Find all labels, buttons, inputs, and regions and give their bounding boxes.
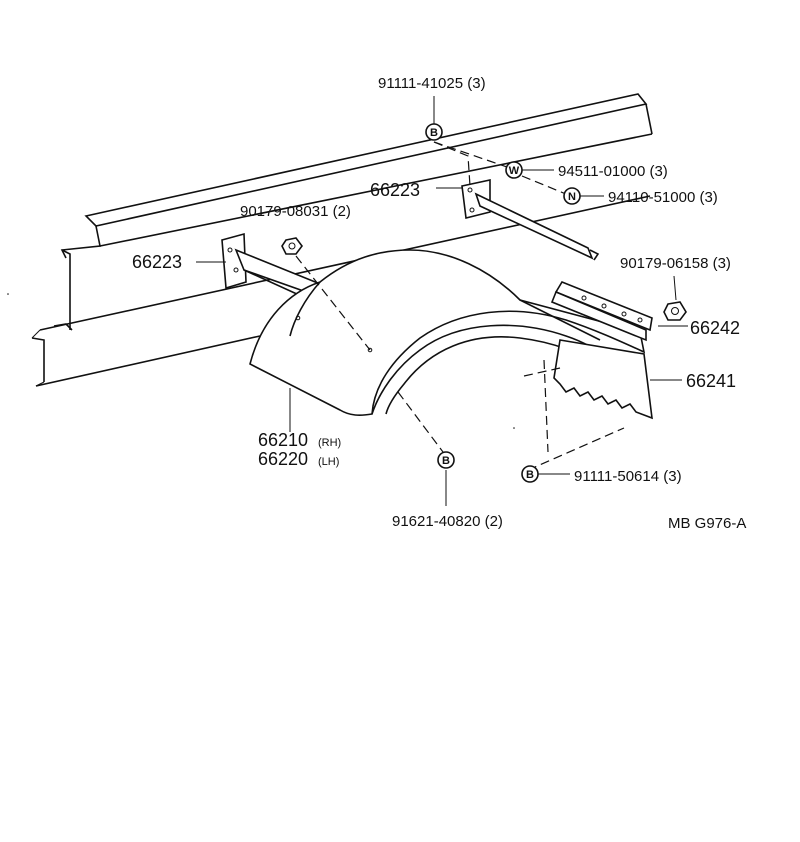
- nut-left-90179-08031: [281, 237, 303, 255]
- bolt-letter: B: [442, 455, 450, 467]
- label-nut-top: 94110-51000 (3): [608, 189, 718, 206]
- bolt-symbol-bottom-right: B: [521, 465, 539, 483]
- bolt-symbol-bottom: B: [437, 451, 455, 469]
- label-bolt-bottom-right: 91111-50614 (3): [574, 468, 682, 485]
- bolt-symbol-top: B: [425, 123, 443, 141]
- label-washer-top: 94511-01000 (3): [558, 163, 668, 180]
- label-nut-right: 90179-06158 (3): [620, 255, 731, 272]
- label-fender-rh-number: 66210: [258, 430, 308, 450]
- label-fender-lh-number: 66220: [258, 449, 308, 469]
- label-fender-rh: 66210 (RH): [258, 430, 341, 450]
- label-mudguard: 66241: [686, 371, 736, 391]
- nut-symbol: N: [563, 187, 581, 205]
- label-fender-rh-suffix: (RH): [318, 437, 341, 449]
- stay-66242: [550, 281, 653, 342]
- label-nut-left: 90179-08031 (2): [240, 203, 351, 220]
- washer-letter: W: [509, 165, 520, 177]
- bolt-letter: B: [526, 469, 534, 481]
- mudguard-66241: [553, 339, 653, 420]
- label-fender-lh-suffix: (LH): [318, 456, 339, 468]
- nut-letter: N: [568, 191, 576, 203]
- label-fender-lh: 66220 (LH): [258, 449, 339, 469]
- label-bracket-left: 66223: [132, 252, 182, 272]
- frame-rail: [31, 93, 653, 387]
- stray-dot: [513, 427, 515, 429]
- bolt-letter: B: [430, 127, 438, 139]
- label-stay: 66242: [690, 318, 740, 338]
- stray-dot: [7, 293, 9, 295]
- label-bolt-top: 91111-41025 (3): [378, 75, 486, 92]
- assembly-lines: [295, 141, 625, 471]
- label-bolt-bottom: 91621-40820 (2): [392, 513, 503, 530]
- nut-right-90179-06158: [663, 301, 687, 321]
- figure-code: MB G976-A: [668, 515, 746, 532]
- leader-lines: [196, 96, 688, 506]
- washer-symbol: W: [505, 161, 523, 179]
- label-bracket-upper: 66223: [370, 180, 420, 200]
- bracket-upper-66223: [461, 179, 600, 261]
